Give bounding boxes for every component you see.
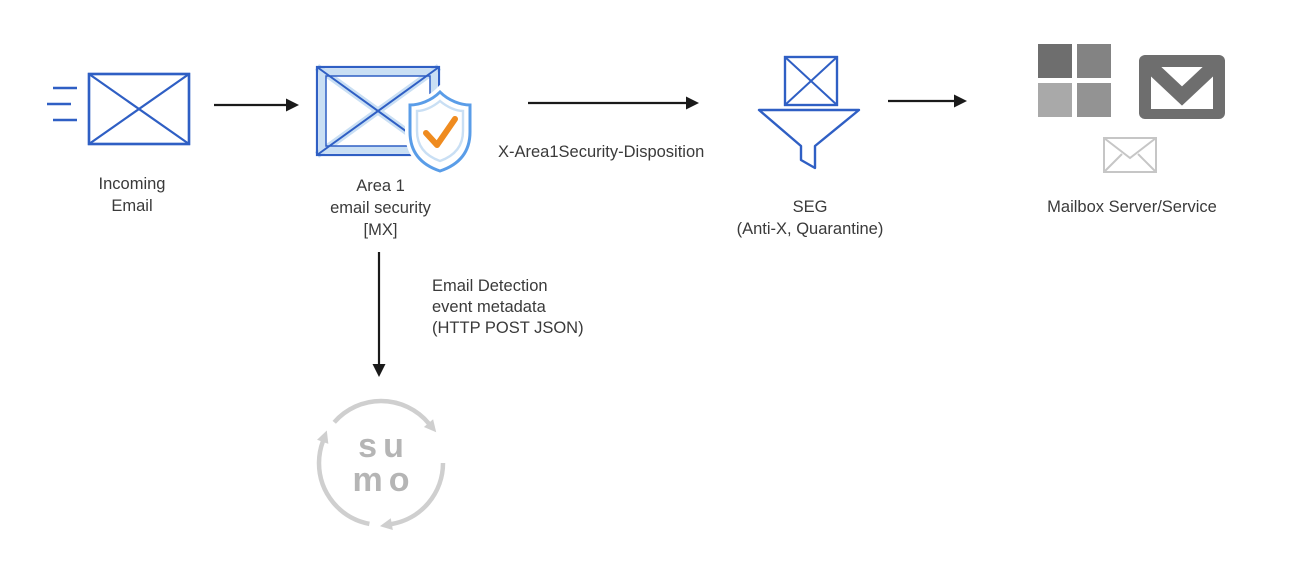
speed-lines-icon [47, 86, 77, 122]
incoming-email-icon [47, 72, 191, 146]
area1-security-icon [314, 64, 475, 177]
area1-label: Area 1 email security [MX] [303, 175, 458, 241]
detection-edge-label: Email Detection event metadata (HTTP POS… [432, 276, 662, 339]
circular-arrowheads [317, 419, 437, 531]
funnel-icon [757, 108, 861, 170]
sumo-logic-logo [316, 398, 446, 531]
arrow-area1-to-seg [528, 96, 699, 110]
sumo-wordmark-line1: su [358, 427, 410, 465]
shield-check-icon [405, 84, 475, 177]
sumo-logic-wordmark: su mo [312, 394, 450, 532]
sumo-wordmark-line2: mo [352, 461, 416, 499]
circular-arrows-icon [316, 398, 446, 528]
incoming-email-label-line2: Email [111, 197, 153, 215]
disposition-edge-label: X-Area1Security-Disposition [498, 143, 705, 161]
area1-label-line2: email security [330, 199, 431, 217]
arrow-incoming-to-area1 [214, 98, 299, 112]
seg-icon [757, 55, 861, 170]
envelope-icon [87, 72, 191, 146]
check-icon [423, 116, 458, 148]
detection-edge-label-line2: event metadata [432, 298, 546, 316]
small-envelope-icon [1103, 137, 1157, 173]
arrowhead-icon [954, 94, 967, 108]
envelope-icon [783, 55, 839, 107]
area1-label-line1: Area 1 [356, 177, 405, 195]
arrowhead-icon [686, 96, 699, 110]
arrowhead-icon [286, 98, 299, 112]
seg-label: SEG (Anti-X, Quarantine) [710, 196, 910, 240]
area1-label-line3: [MX] [363, 221, 398, 239]
seg-label-line1: SEG [792, 198, 828, 216]
detection-edge-label-line1: Email Detection [432, 277, 548, 295]
seg-label-line2: (Anti-X, Quarantine) [736, 220, 884, 238]
arrow-seg-to-mailbox [888, 94, 967, 108]
gmail-icon [1139, 55, 1225, 119]
mailbox-label: Mailbox Server/Service [1047, 198, 1217, 216]
incoming-email-label: Incoming Email [57, 173, 207, 217]
microsoft-logo-icon [1038, 44, 1111, 117]
arrow-area1-to-sumo [372, 252, 386, 377]
detection-edge-label-line3: (HTTP POST JSON) [432, 319, 584, 337]
incoming-email-label-line1: Incoming [98, 175, 166, 193]
arrowhead-icon [372, 364, 386, 377]
